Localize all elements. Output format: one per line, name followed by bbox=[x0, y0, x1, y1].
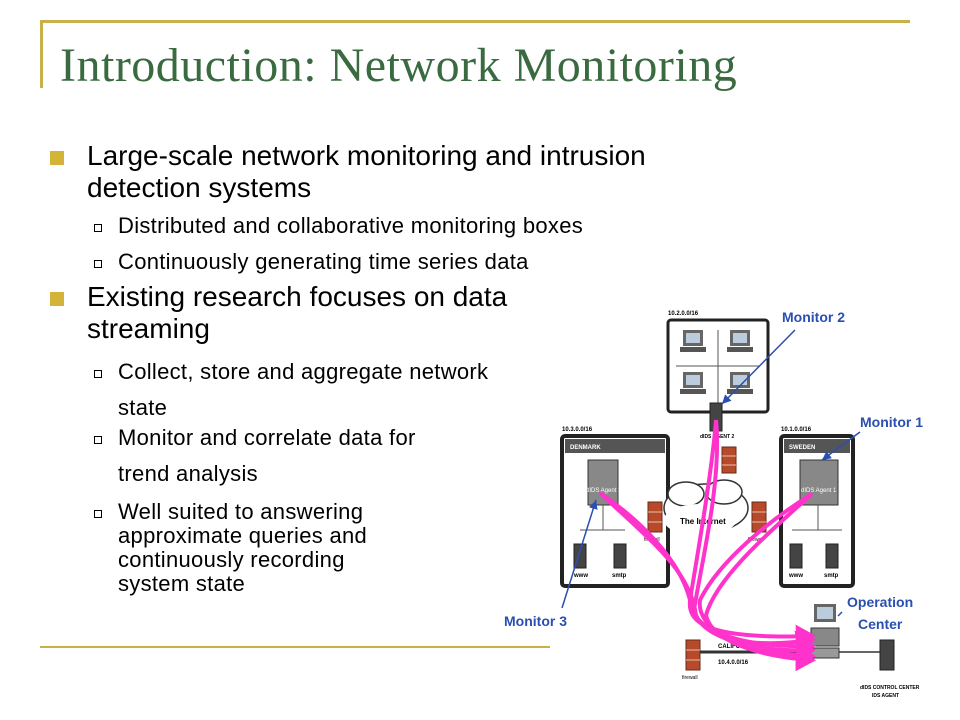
bullet-text: detection systems bbox=[87, 172, 312, 203]
sub-bullet-marker bbox=[94, 436, 102, 444]
sub-bullet-text: Collect, store and aggregate network bbox=[118, 359, 489, 384]
control-center-label: dIDS CONTROL CENTER bbox=[860, 685, 920, 691]
workstation-icon bbox=[727, 330, 753, 352]
sub-bullet-text: Distributed and collaborative monitoring… bbox=[118, 213, 584, 238]
agent-label: dIDS Agent 3 bbox=[586, 488, 622, 494]
server-icon bbox=[789, 543, 803, 569]
callout-arrows bbox=[561, 329, 861, 617]
workstation-icon bbox=[680, 372, 706, 394]
site-atlanta: 10.2.0.0/16 ATLANTA dIDS AGENT 2 bbox=[666, 311, 770, 440]
agent-label: dIDS Agent 1 bbox=[801, 488, 837, 494]
sub-bullet-text: continuously recording bbox=[118, 547, 345, 572]
bullet-marker bbox=[50, 151, 64, 165]
sub-bullet-text: approximate queries and bbox=[118, 523, 368, 548]
server-label: www bbox=[573, 573, 588, 579]
firewall-icon bbox=[721, 446, 737, 474]
server-icon bbox=[825, 543, 839, 569]
site-denmark: DENMARK 10.3.0.0/16 dIDS Agent 3 www smt… bbox=[560, 427, 670, 588]
server-label: smtp bbox=[824, 573, 839, 579]
sub-bullet-text: Well suited to answering bbox=[118, 499, 364, 524]
server-icon bbox=[613, 543, 627, 569]
workstation-icon bbox=[680, 330, 706, 352]
firewall-icon: firewall bbox=[682, 639, 701, 681]
subnet-label: 10.2.0.0/16 bbox=[668, 311, 699, 317]
monitor-1-label: Monitor 1 bbox=[860, 414, 923, 430]
sub-bullet-text: Monitor and correlate data for bbox=[118, 425, 416, 450]
workstation-icon bbox=[727, 372, 753, 394]
site-california: CALIFORNIA 10.4.0.0/16 dIDS CONTROL CENT… bbox=[700, 604, 920, 699]
sub-bullet-marker bbox=[94, 260, 102, 268]
site-sweden: SWEDEN 10.1.0.0/16 dIDS Agent 1 www smtp bbox=[779, 427, 855, 588]
monitor-3-label: Monitor 3 bbox=[504, 613, 567, 629]
server-label: www bbox=[788, 573, 803, 579]
sub-bullet-text: state bbox=[118, 395, 168, 420]
data-flow-paths bbox=[598, 419, 816, 672]
bottom-rule bbox=[40, 646, 550, 648]
firewall-label: firewall bbox=[682, 675, 698, 681]
sub-bullet-text: Continuously generating time series data bbox=[118, 249, 529, 274]
subnet-label: 10.1.0.0/16 bbox=[781, 427, 812, 433]
sub-bullet-text: trend analysis bbox=[118, 461, 258, 486]
sub-bullet-text: system state bbox=[118, 571, 246, 596]
server-icon bbox=[879, 639, 895, 671]
bullet-text: streaming bbox=[87, 313, 210, 344]
subnet-label: 10.4.0.0/16 bbox=[718, 660, 749, 666]
site-name: DENMARK bbox=[570, 445, 601, 451]
server-label: smtp bbox=[612, 573, 627, 579]
operation-center-label: Operation bbox=[847, 594, 913, 610]
control-center-label: IDS AGENT bbox=[872, 693, 899, 699]
site-name: CALIFORNIA bbox=[718, 644, 756, 650]
sub-bullet-marker bbox=[94, 370, 102, 378]
site-name: ATLANTA bbox=[734, 404, 762, 410]
top-border bbox=[40, 20, 910, 23]
site-name: SWEDEN bbox=[789, 445, 815, 451]
bullet-text: Large-scale network monitoring and intru… bbox=[87, 140, 646, 171]
operation-center-label: Center bbox=[858, 616, 903, 632]
left-border bbox=[40, 20, 43, 88]
monitor-2-label: Monitor 2 bbox=[782, 309, 845, 325]
slide-title: Introduction: Network Monitoring bbox=[60, 39, 738, 92]
sub-bullet-marker bbox=[94, 510, 102, 518]
firewall-label: firewall bbox=[748, 537, 764, 543]
bullet-text: Existing research focuses on data bbox=[87, 281, 508, 312]
bullet-marker bbox=[50, 292, 64, 306]
sub-bullet-marker bbox=[94, 224, 102, 232]
router-icon bbox=[810, 627, 840, 647]
subnet-label: 10.3.0.0/16 bbox=[562, 427, 593, 433]
